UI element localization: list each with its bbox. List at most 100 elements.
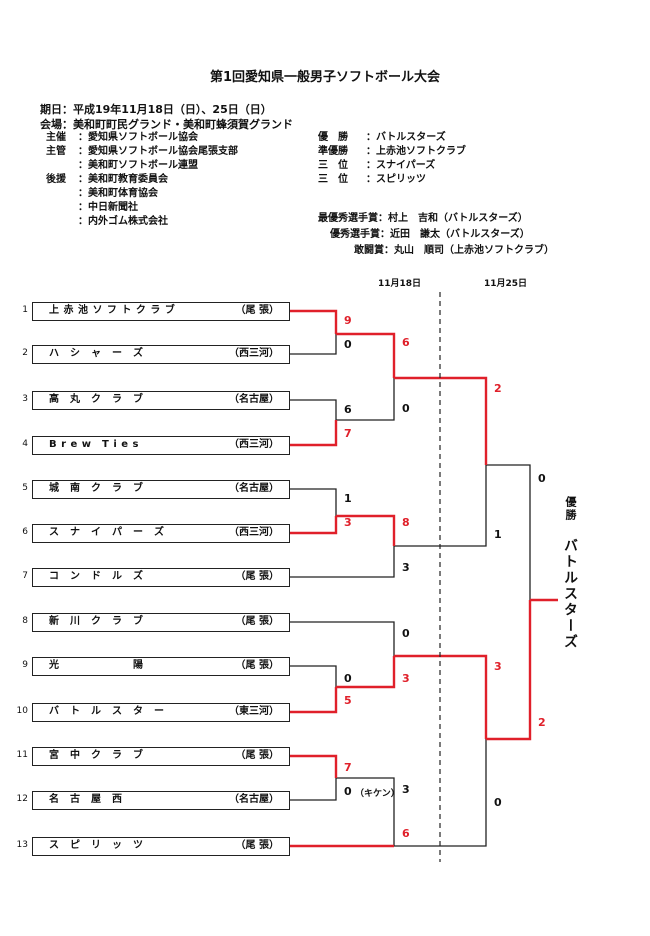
organizer-row: ：中日新聞社 (78, 202, 138, 213)
award-row: 三 位：スナイパーズ (318, 160, 436, 171)
score: 6 (344, 403, 352, 416)
team-box: 上 赤 池 ソ フ ト ク ラ ブ （尾 張） (32, 302, 290, 321)
forfeit-note: （キケン） (355, 789, 400, 799)
score: 3 (402, 783, 410, 796)
team-region: （西三河） (229, 348, 279, 359)
score: 7 (344, 427, 352, 440)
team-box: 宮 中 ク ラ ブ （尾 張） (32, 747, 290, 766)
score: 0 (402, 402, 410, 415)
team-number: 2 (22, 348, 28, 358)
score: 0 (344, 338, 352, 351)
team-number: 4 (22, 439, 28, 449)
team-region: （東三河） (229, 706, 279, 717)
day2-label: 11月25日 (484, 279, 528, 289)
team-box: 名 古 屋 西 （名古屋） (32, 791, 290, 810)
team-number: 12 (16, 794, 28, 804)
score: 9 (344, 314, 352, 327)
team-name: バ ト ル ス タ ー (49, 706, 165, 717)
score: 3 (494, 660, 502, 673)
team-region: （尾 張） (235, 840, 279, 851)
team-name: 新 川 ク ラ ブ (49, 616, 144, 627)
team-region: （西三河） (229, 439, 279, 450)
fighting-spirit-award: 敢闘賞：丸山 順司（上赤池ソフトクラブ） (354, 245, 554, 256)
team-box: ス ピ リ ッ ツ （尾 張） (32, 837, 290, 856)
organizer-row: ：美和町体育協会 (78, 188, 158, 199)
score: 5 (344, 694, 352, 707)
award-row: 優 勝：バトルスターズ (318, 132, 446, 143)
score: 6 (402, 336, 410, 349)
team-number: 11 (16, 750, 28, 760)
team-name: ス ピ リ ッ ツ (49, 840, 144, 851)
team-box: 光 陽 （尾 張） (32, 657, 290, 676)
team-name: ハ シ ャ ー ズ (49, 348, 144, 359)
team-number: 5 (22, 483, 28, 493)
team-number: 3 (22, 394, 28, 404)
team-number: 1 (22, 305, 28, 315)
page-title: 第1回愛知県一般男子ソフトボール大会 (209, 70, 441, 85)
organizer-row: 主催：愛知県ソフトボール協会 (46, 132, 198, 143)
team-region: （尾 張） (235, 616, 279, 627)
award-row: 三 位：スピリッツ (318, 174, 426, 185)
score: 0 (402, 627, 410, 640)
score: 8 (402, 516, 410, 529)
score: 3 (402, 561, 410, 574)
team-name: 名 古 屋 西 (49, 794, 123, 805)
score: 0 (538, 472, 546, 485)
team-number: 8 (22, 616, 28, 626)
outstanding-player-award: 優秀選手賞：近田 謙太（バトルスターズ） (330, 229, 530, 240)
team-number: 7 (22, 571, 28, 581)
team-name: 上 赤 池 ソ フ ト ク ラ ブ (49, 305, 176, 316)
organizer-row: ：美和町ソフトボール連盟 (78, 160, 198, 171)
team-box: B r e w T i e s （西三河） (32, 436, 290, 455)
champion-name: バトルスターズ (562, 538, 578, 650)
event-date: 期日：平成19年11月18日（日）、25日（日） (40, 103, 272, 116)
team-number: 6 (22, 527, 28, 537)
team-name: 光 陽 (49, 660, 144, 671)
score: 0 (494, 796, 502, 809)
mvp-award: 最優秀選手賞：村上 吉和（バトルスターズ） (318, 213, 528, 224)
team-box: ス ナ イ パ ー ズ （西三河） (32, 524, 290, 543)
team-name: 宮 中 ク ラ ブ (49, 750, 144, 761)
score: 3 (344, 516, 352, 529)
champion-label: 優勝 (564, 496, 577, 522)
team-number: 13 (16, 840, 28, 850)
team-number: 9 (22, 660, 28, 670)
score: 6 (402, 827, 410, 840)
score: 3 (402, 672, 410, 685)
team-box: 城 南 ク ラ ブ （名古屋） (32, 480, 290, 499)
team-region: （名古屋） (229, 394, 279, 405)
day1-label: 11月18日 (378, 279, 422, 289)
team-name: 城 南 ク ラ ブ (49, 483, 144, 494)
team-name: コ ン ド ル ズ (49, 571, 144, 582)
team-box: ハ シ ャ ー ズ （西三河） (32, 345, 290, 364)
organizer-row: 主管：愛知県ソフトボール協会尾張支部 (46, 146, 238, 157)
organizer-row: ：内外ゴム株式会社 (78, 216, 168, 227)
team-region: （西三河） (229, 527, 279, 538)
team-name: ス ナ イ パ ー ズ (49, 527, 165, 538)
team-region: （名古屋） (229, 483, 279, 494)
team-box: 新 川 ク ラ ブ （尾 張） (32, 613, 290, 632)
team-number: 10 (16, 706, 28, 716)
score: 7 (344, 761, 352, 774)
team-name: 高 丸 ク ラ ブ (49, 394, 144, 405)
team-box: 高 丸 ク ラ ブ （名古屋） (32, 391, 290, 410)
score: 0 (344, 672, 352, 685)
score: 1 (344, 492, 352, 505)
score: 2 (538, 716, 546, 729)
awards-list: 優 勝：バトルスターズ 準優勝：上赤池ソフトクラブ 三 位：スナイパーズ 三 位… (318, 131, 466, 187)
team-region: （名古屋） (229, 794, 279, 805)
score: 1 (494, 528, 502, 541)
team-box: バ ト ル ス タ ー （東三河） (32, 703, 290, 722)
team-box: コ ン ド ル ズ （尾 張） (32, 568, 290, 587)
event-venue: 会場：美和町町民グランド・美和町蜂須賀グランド (40, 118, 293, 131)
team-region: （尾 張） (235, 660, 279, 671)
team-region: （尾 張） (235, 305, 279, 316)
team-region: （尾 張） (235, 750, 279, 761)
organizers-list: 主催：愛知県ソフトボール協会 主管：愛知県ソフトボール協会尾張支部 ：美和町ソフ… (46, 131, 238, 229)
team-name: B r e w T i e s (49, 439, 139, 450)
award-row: 準優勝：上赤池ソフトクラブ (318, 146, 466, 157)
score: 0 (344, 785, 352, 798)
organizer-row: 後援：美和町教育委員会 (46, 174, 168, 185)
team-region: （尾 張） (235, 571, 279, 582)
